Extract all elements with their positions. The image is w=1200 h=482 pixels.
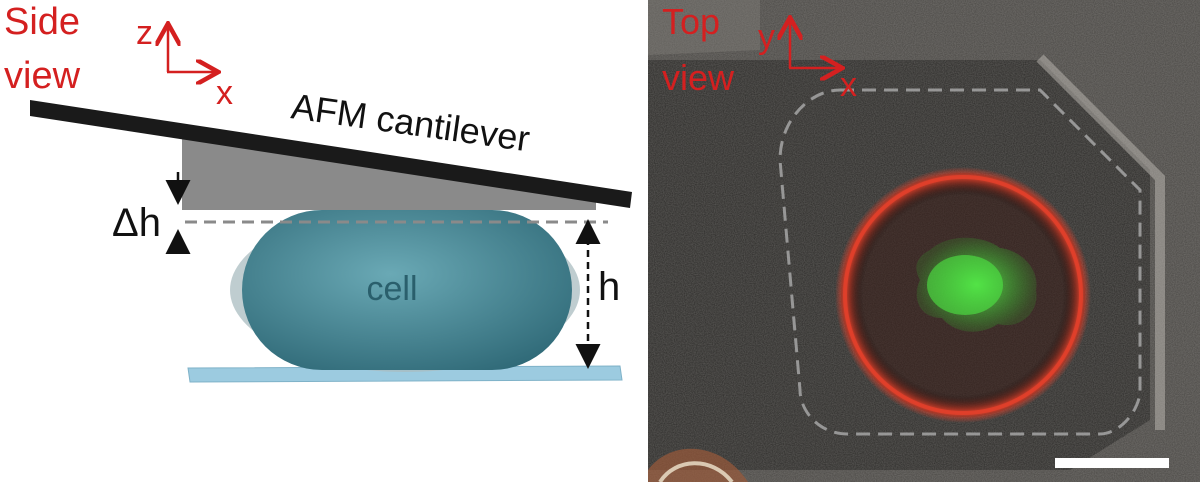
side-axis-indicator (167, 26, 216, 72)
bright-corner-region (648, 0, 760, 55)
top-view-label-line1: Top (662, 1, 720, 42)
top-axis-y-label: y (758, 18, 775, 56)
cell-body (242, 210, 572, 370)
delta-h-label: Δh (112, 201, 161, 245)
side-view-label-line2: view (4, 55, 81, 97)
top-axis-indicator (789, 20, 840, 68)
side-axis-z-label: z (136, 14, 153, 52)
side-axis-x-label: x (216, 74, 233, 112)
afm-cantilever (30, 100, 632, 208)
height-label: h (598, 265, 620, 309)
dashed-channel-outline (778, 88, 1142, 436)
top-axis-x-label: x (840, 66, 857, 104)
side-view-panel: cell AFM cantilever Δh h Side view (4, 1, 632, 383)
channel-edge (1036, 54, 1165, 430)
nucleus (916, 237, 1037, 332)
scale-bar (1055, 458, 1169, 468)
cell-label: cell (366, 270, 417, 308)
top-view-label-line2: view (662, 57, 735, 98)
top-view-panel: Top view y x (648, 0, 1200, 482)
side-view-label-line1: Side (4, 1, 80, 43)
cantilever-wedge (182, 138, 596, 210)
